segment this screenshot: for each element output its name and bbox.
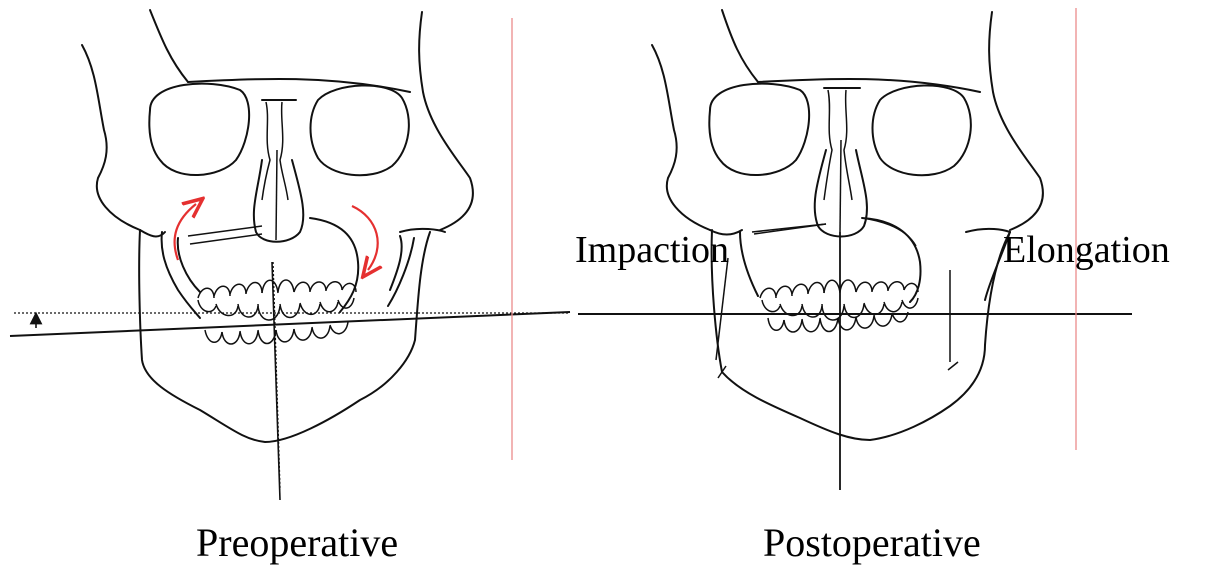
- preoperative-skull: [10, 10, 570, 500]
- postoperative-caption: Postoperative: [763, 520, 981, 565]
- impaction-label: Impaction: [575, 229, 729, 271]
- occlusal-plane-tilted: [10, 312, 570, 336]
- left-orbit: [149, 84, 249, 175]
- rotation-arrow-right: [352, 206, 378, 270]
- nasal-aperture: [254, 160, 303, 242]
- right-orbit: [311, 85, 409, 175]
- mandible-pre: [139, 230, 430, 442]
- elongation-label: Elongation: [1003, 229, 1170, 271]
- facial-midline: [272, 262, 280, 500]
- left-orbit-post: [709, 84, 809, 175]
- mandible-post: [712, 230, 1010, 440]
- preoperative-caption: Preoperative: [196, 520, 398, 565]
- right-orbit-post: [873, 85, 971, 175]
- upper-teeth-pre: [198, 280, 356, 320]
